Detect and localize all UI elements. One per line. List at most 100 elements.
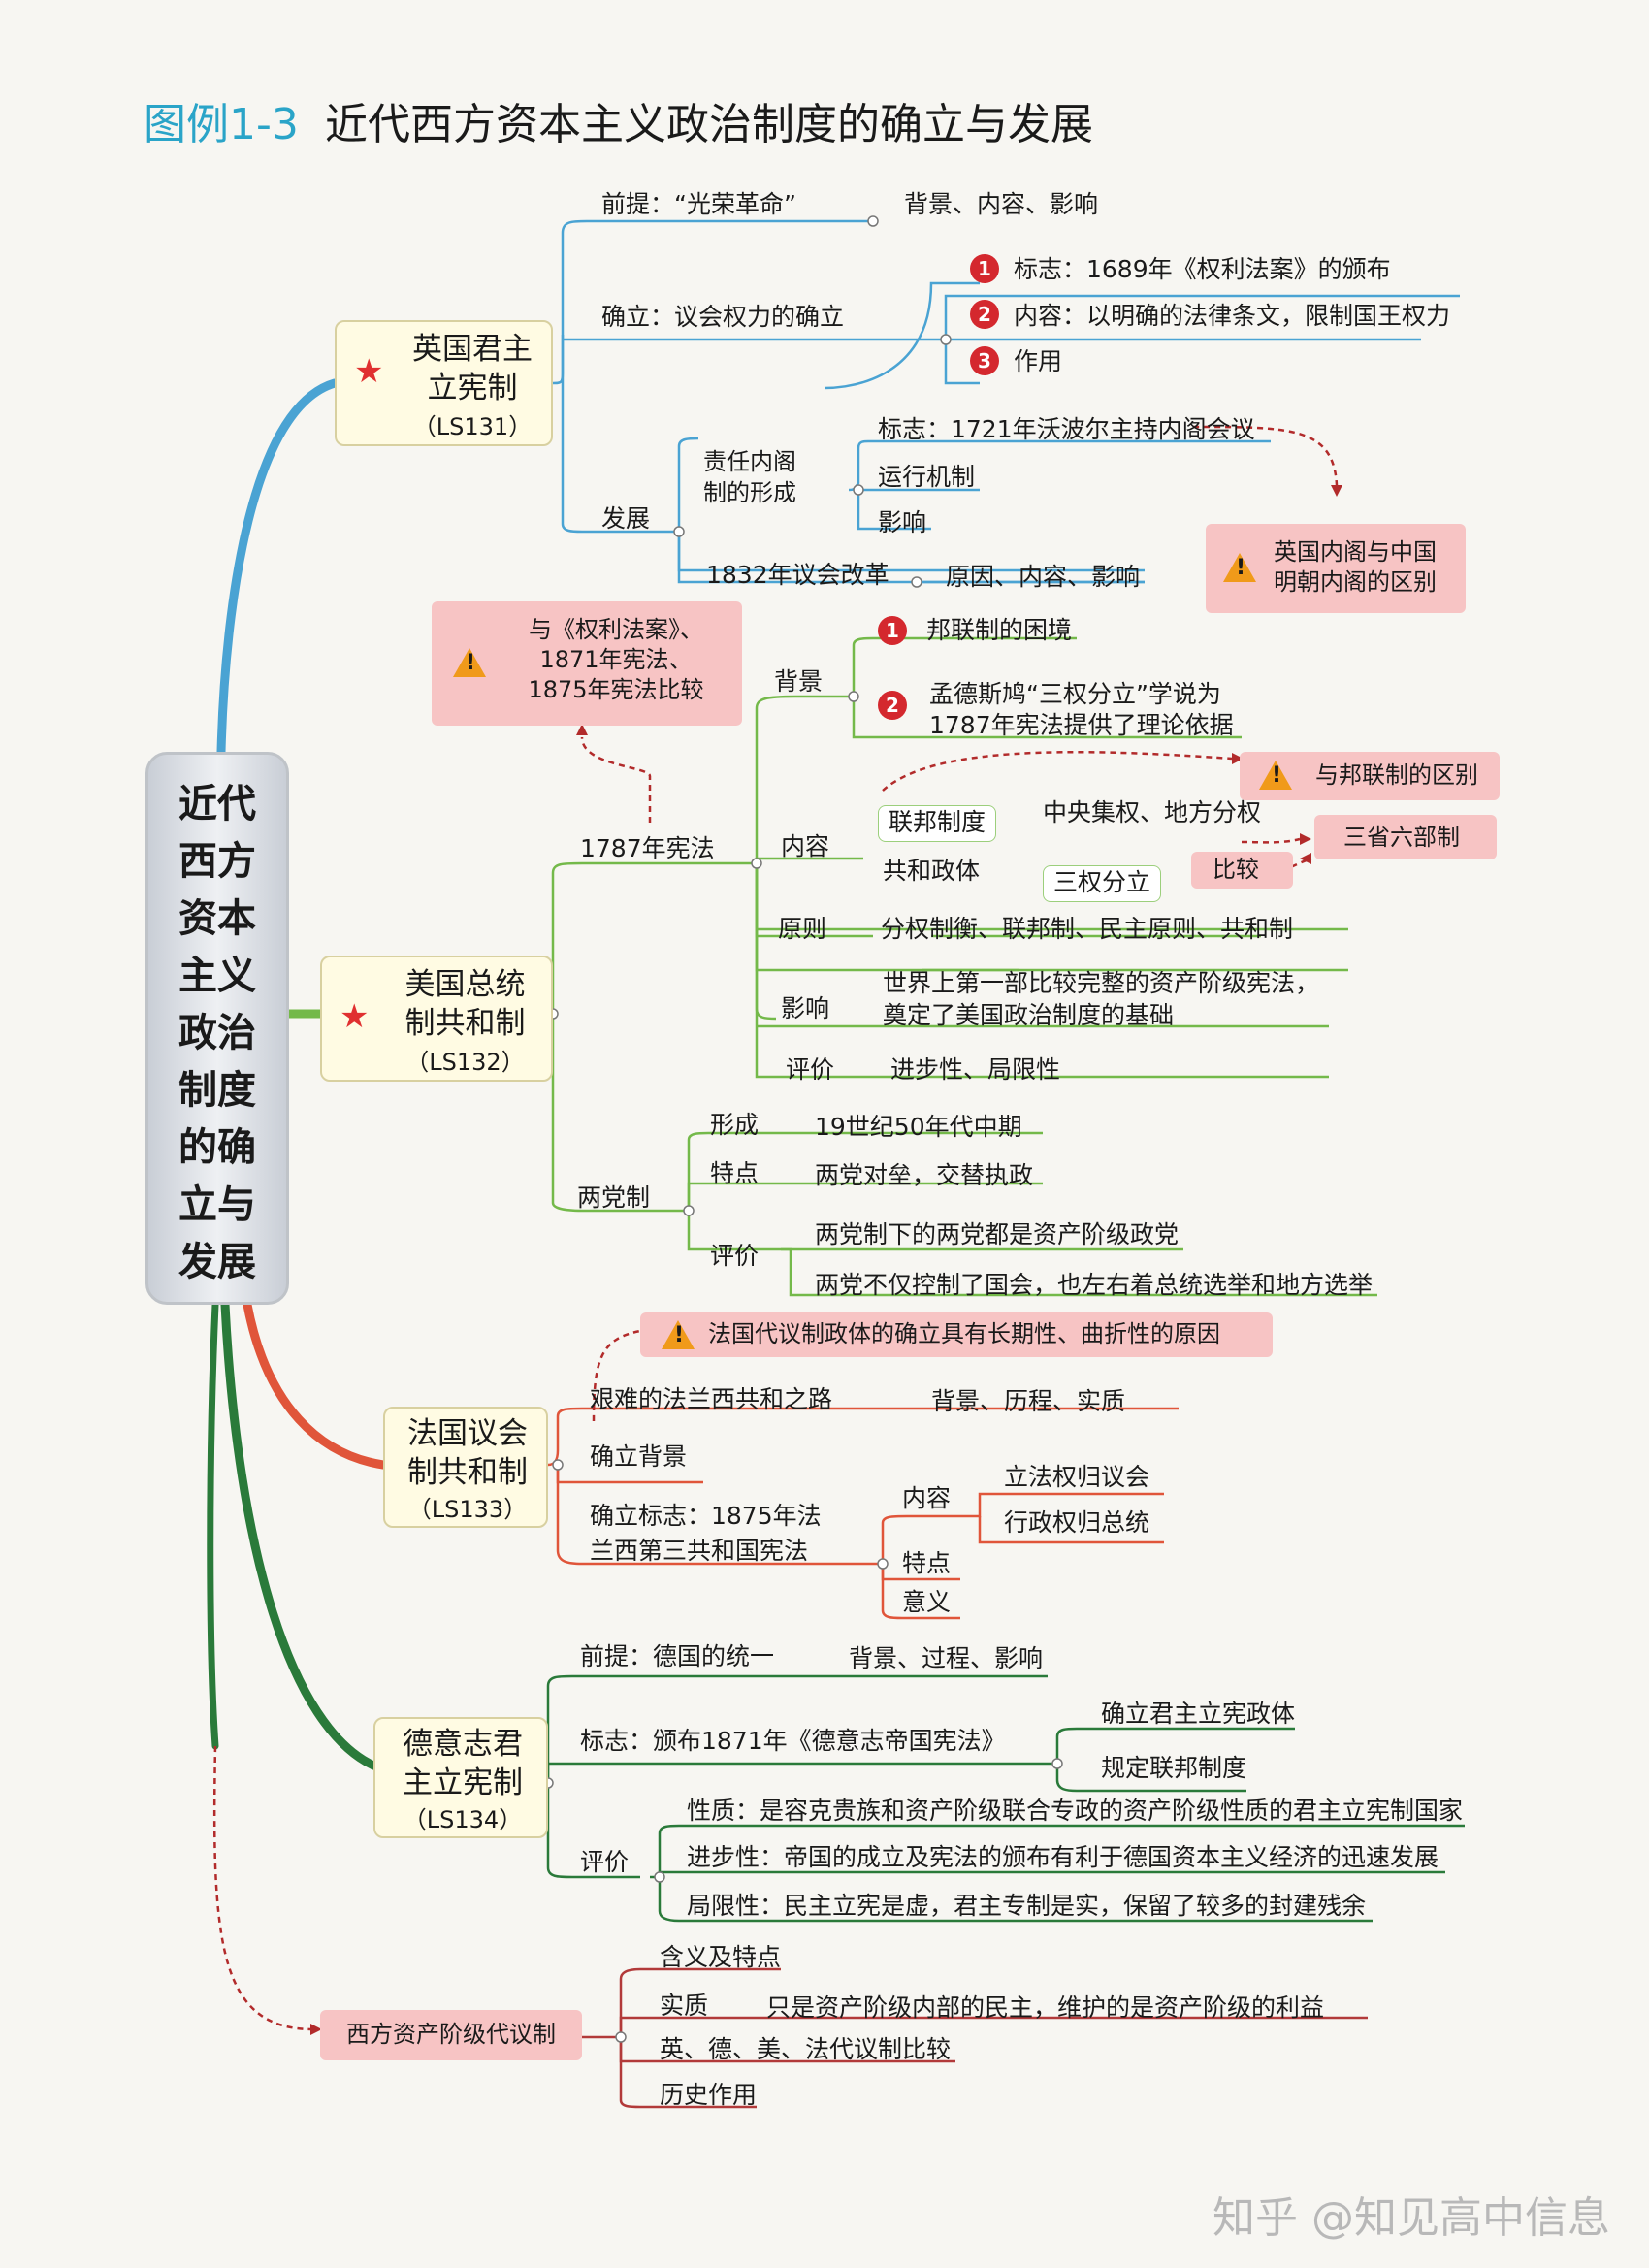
germany-premise-detail: 背景、过程、影响	[849, 1644, 1044, 1672]
germany-symbol: 标志：颁布1871年《德意志帝国宪法》	[580, 1727, 1006, 1755]
star-icon: ★	[354, 352, 384, 391]
usa-content: 内容	[781, 832, 830, 860]
france-road: 艰难的法兰西共和之路	[590, 1385, 833, 1413]
node-germany-code: （LS134）	[403, 1806, 523, 1833]
usa-constitution: 1787年宪法	[580, 834, 715, 862]
figure-number: 图例1-3	[144, 100, 299, 149]
france-background: 确立背景	[590, 1442, 688, 1471]
usa-formation: 形成	[710, 1111, 760, 1139]
germany-eval-item: 进步性：帝国的成立及宪法的颁布有利于德国资本主义经济的迅速发展	[687, 1843, 1439, 1871]
node-britain-code: （LS131）	[412, 413, 533, 440]
node-representative: 西方资产阶级代议制	[320, 2010, 582, 2060]
france-symbol: 确立标志：1875年法 兰西第三共和国宪法	[590, 1502, 822, 1565]
france-meaning: 意义	[902, 1588, 952, 1616]
node-germany-name: 德意志君 主立宪制	[403, 1727, 523, 1800]
britain-establish-item: 内容：以明确的法律条文，限制国王权力	[1014, 302, 1451, 330]
usa-two-party: 两党制	[577, 1183, 651, 1212]
root-label: 近代 西方 资本 主义 政治 制度 的确 立与 发展	[178, 782, 256, 1284]
warning-usa-federal: 与邦联制的区别	[1240, 752, 1500, 800]
usa-background-item: 孟德斯鸠“三权分立”学说为 1787年宪法提供了理论依据	[929, 680, 1234, 739]
usa-influence-detail: 世界上第一部比较完整的资产阶级宪法， 奠定了美国政治制度的基础	[883, 969, 1320, 1029]
britain-reform: 1832年议会改革	[706, 561, 889, 589]
node-representative-name: 西方资产阶级代议制	[346, 2021, 556, 2048]
root-node: 近代 西方 资本 主义 政治 制度 的确 立与 发展	[146, 752, 289, 1305]
warning-text: 与《权利法案》、 1871年宪法、 1875年宪法比较	[528, 616, 704, 703]
warning-text: 与邦联制的区别	[1315, 761, 1478, 789]
britain-cabinet-item: 运行机制	[878, 463, 976, 491]
usa-principle: 原则	[778, 915, 827, 943]
britain-cabinet-item: 影响	[878, 508, 927, 536]
usa-separation: 三权分立	[1043, 865, 1161, 902]
node-usa-code: （LS132）	[405, 1049, 525, 1076]
node-france: 法国议会 制共和制 （LS133）	[383, 1407, 548, 1528]
numbered-circle-icon: 3	[970, 346, 999, 375]
warning-france: 法国代议制政体的确立具有长期性、曲折性的原因	[640, 1312, 1273, 1357]
usa-background-item: 邦联制的困境	[926, 616, 1073, 644]
usa-influence: 影响	[781, 994, 830, 1022]
warning-triangle-icon	[453, 648, 486, 677]
node-usa-name: 美国总统 制共和制	[404, 967, 526, 1041]
germany-symbol-item: 确立君主立宪政体	[1101, 1700, 1296, 1728]
representative-essence-detail: 只是资产阶级内部的民主，维护的是资产阶级的利益	[766, 1993, 1325, 2022]
germany-eval-item: 性质：是容克贵族和资产阶级联合专政的资产阶级性质的君主立宪制国家	[687, 1797, 1464, 1825]
usa-formation-detail: 19世纪50年代中期	[815, 1113, 1022, 1141]
representative-item: 英、德、美、法代议制比较	[660, 2035, 952, 2063]
usa-eval2-item: 两党制下的两党都是资产阶级政党	[815, 1220, 1180, 1248]
britain-establish-item: 标志：1689年《权利法案》的颁布	[1014, 255, 1391, 283]
warning-triangle-icon	[1259, 761, 1292, 790]
warning-triangle-icon	[1223, 553, 1256, 582]
compare-label: 比较	[1212, 856, 1259, 883]
representative-item: 实质	[660, 1992, 709, 2020]
usa-federal: 联邦制度	[878, 805, 996, 842]
numbered-circle-icon: 2	[970, 300, 999, 329]
usa-eval2-item: 两党不仅控制了国会，也左右着总统选举和地方选举	[815, 1271, 1374, 1299]
usa-evaluation-detail: 进步性、局限性	[890, 1055, 1061, 1084]
star-icon: ★	[340, 997, 370, 1036]
france-feature: 特点	[902, 1549, 952, 1577]
britain-reform-detail: 原因、内容、影响	[946, 563, 1141, 591]
node-usa: ★ 美国总统 制共和制 （LS132）	[320, 956, 553, 1082]
usa-feature-detail: 两党对垒，交替执政	[815, 1161, 1034, 1189]
representative-item: 含义及特点	[660, 1943, 782, 1971]
watermark: 知乎 @知见高中信息	[1212, 2193, 1610, 2243]
numbered-circle-icon: 1	[878, 616, 907, 645]
warning-triangle-icon	[662, 1320, 695, 1349]
usa-eval2: 评价	[710, 1242, 760, 1270]
warning-britain-cabinet: 英国内阁与中国 明朝内阁的区别	[1206, 524, 1466, 613]
britain-cabinet: 责任内阁 制的形成	[703, 448, 796, 506]
germany-eval-item: 局限性：民主立宪是虚，君主专制是实，保留了较多的封建残余	[687, 1892, 1367, 1920]
france-content: 内容	[902, 1484, 952, 1512]
britain-develop: 发展	[601, 504, 651, 533]
usa-compare-tag: 比较	[1191, 852, 1293, 889]
warning-text: 法国代议制政体的确立具有长期性、曲折性的原因	[708, 1320, 1220, 1347]
usa-three-six-tag: 三省六部制	[1314, 815, 1497, 859]
node-britain-name: 英国君主 立宪制	[412, 332, 533, 405]
germany-evaluation: 评价	[580, 1848, 630, 1876]
usa-background: 背景	[774, 667, 824, 696]
numbered-circle-icon: 1	[970, 254, 999, 283]
france-road-detail: 背景、历程、实质	[931, 1387, 1126, 1415]
usa-republic: 共和政体	[883, 857, 981, 885]
node-france-name: 法国议会 制共和制	[407, 1416, 528, 1490]
node-britain: ★ 英国君主 立宪制 （LS131）	[335, 320, 553, 446]
warning-usa-compare: 与《权利法案》、 1871年宪法、 1875年宪法比较	[432, 601, 742, 726]
germany-premise: 前提：德国的统一	[580, 1642, 775, 1670]
page-title: 近代西方资本主义政治制度的确立与发展	[325, 100, 1093, 149]
numbered-circle-icon: 2	[878, 691, 907, 720]
usa-federal-detail: 中央集权、地方分权	[1043, 798, 1262, 826]
three-six-label: 三省六部制	[1343, 824, 1460, 851]
britain-premise: 前提：“光荣革命”	[601, 190, 796, 218]
usa-evaluation: 评价	[786, 1055, 835, 1084]
germany-symbol-item: 规定联邦制度	[1101, 1754, 1247, 1782]
representative-item: 历史作用	[660, 2081, 758, 2109]
britain-cabinet-item: 标志：1721年沃波尔主持内阁会议	[878, 415, 1255, 443]
britain-establish: 确立：议会权力的确立	[601, 303, 845, 331]
usa-principle-detail: 分权制衡、联邦制、民主原则、共和制	[881, 915, 1294, 943]
britain-establish-item: 作用	[1014, 347, 1063, 375]
node-france-code: （LS133）	[407, 1496, 528, 1523]
france-content-item: 立法权归议会	[1004, 1463, 1150, 1491]
node-germany: 德意志君 主立宪制 （LS134）	[373, 1717, 548, 1838]
warning-text: 英国内阁与中国 明朝内阁的区别	[1274, 538, 1437, 596]
britain-premise-detail: 背景、内容、影响	[904, 190, 1099, 218]
